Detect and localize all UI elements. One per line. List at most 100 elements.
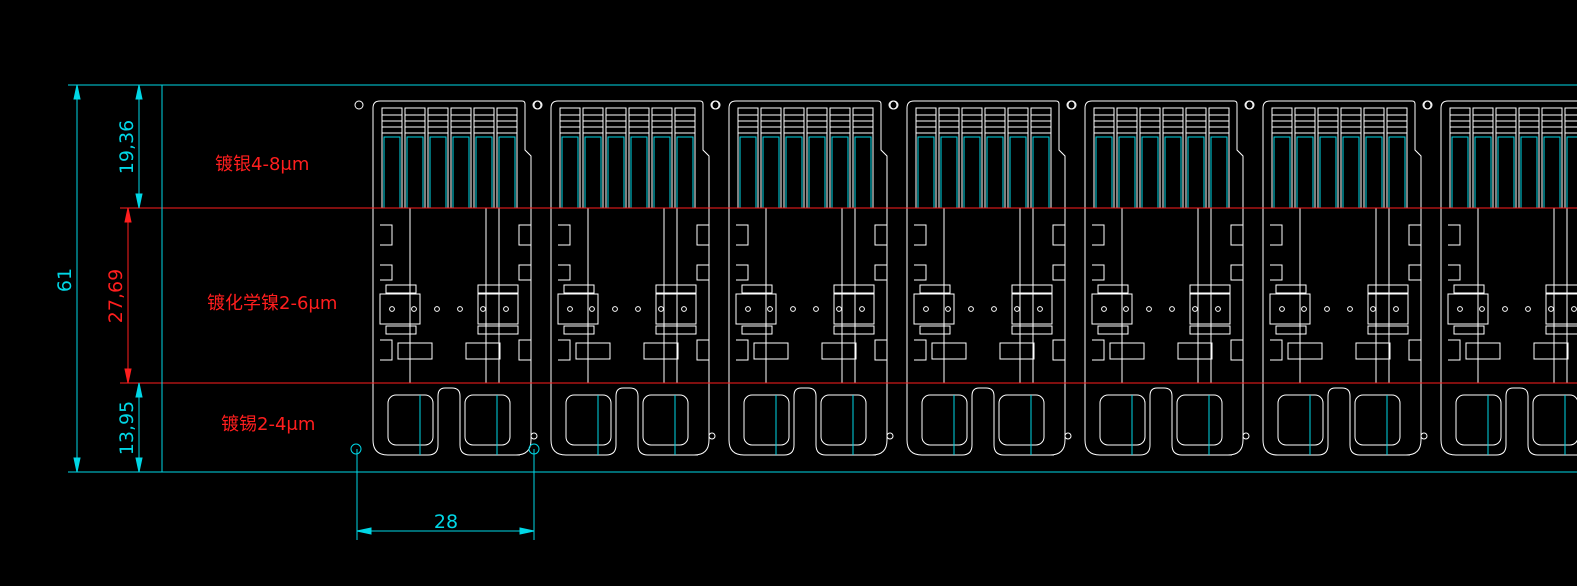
connector-bar [655, 284, 697, 294]
connector-bar [741, 284, 773, 294]
finger-plating [854, 136, 872, 209]
dimension-lines [68, 84, 1577, 540]
contact-finger [427, 107, 449, 209]
side-notch [558, 339, 571, 361]
finger-plating [1095, 136, 1113, 209]
side-notch [1092, 264, 1105, 281]
arrow-pitch-left [356, 527, 372, 535]
side-notch [1052, 339, 1065, 361]
connector-bar [385, 325, 417, 335]
side-notch [1092, 224, 1105, 246]
connector-block [913, 293, 955, 325]
unit-outline [1262, 100, 1422, 456]
side-notch [736, 264, 749, 281]
unit-outline [372, 100, 532, 456]
pierce-dot [1279, 306, 1285, 312]
finger-plating [1566, 136, 1577, 209]
finger-plating [1365, 136, 1383, 209]
connector-bar [919, 284, 951, 294]
pierce-dot [635, 306, 641, 312]
side-notch [1270, 264, 1283, 281]
side-notch [696, 264, 709, 281]
finger-plating [1273, 136, 1291, 209]
contact-finger [1472, 107, 1494, 209]
connector-bar [833, 284, 875, 294]
pierce-dot [859, 306, 865, 312]
dim-text-bottom-zone: 13,95 [116, 401, 138, 455]
terminal-unit [1066, 100, 1255, 456]
finger-plating [475, 136, 493, 209]
tin-window [743, 394, 790, 446]
tin-window [1277, 394, 1324, 446]
connector-bar [1545, 325, 1577, 335]
connector-bar [741, 325, 773, 335]
finger-plating [1497, 136, 1515, 209]
side-notch [1408, 339, 1421, 361]
contact-finger [1271, 107, 1293, 209]
contact-finger [605, 107, 627, 209]
side-notch [874, 224, 887, 246]
dim-text-total: 61 [54, 268, 76, 292]
contact-finger [1162, 107, 1184, 209]
pierce-dot [434, 306, 440, 312]
finger-plating [452, 136, 470, 209]
arrow-bottom-zone-up [135, 382, 143, 398]
pierce-dot [968, 306, 974, 312]
dim-text-middle-zone: 27,69 [105, 269, 127, 323]
pilot-hole [1242, 432, 1250, 440]
finger-plating [429, 136, 447, 209]
tin-window [998, 394, 1045, 446]
pierce-dot [567, 306, 573, 312]
finger-plating [1164, 136, 1182, 209]
terminal-units [354, 100, 1577, 456]
finger-plating [630, 136, 648, 209]
arrow-total-bottom [73, 457, 81, 473]
contact-finger [1093, 107, 1115, 209]
tin-window [387, 394, 434, 446]
contact-finger [1541, 107, 1563, 209]
tin-window [1532, 394, 1577, 446]
side-notch [518, 339, 531, 361]
connector-bar [1275, 284, 1307, 294]
finger-plating [406, 136, 424, 209]
connector-bar [1275, 325, 1307, 335]
finger-plating [1342, 136, 1360, 209]
pierce-dot [1525, 306, 1531, 312]
terminal-unit [888, 100, 1077, 456]
connector-bar [563, 284, 595, 294]
finger-plating [1187, 136, 1205, 209]
connector-block [1447, 293, 1489, 325]
pierce-dot [1324, 306, 1330, 312]
finger-plating [1520, 136, 1538, 209]
side-notch [1448, 339, 1461, 361]
connector-block [655, 293, 697, 325]
pierce-dot [945, 306, 951, 312]
pierce-dot [1169, 306, 1175, 312]
pierce-dot [745, 306, 751, 312]
pierce-dot [767, 306, 773, 312]
side-notch [518, 264, 531, 281]
finger-plating [917, 136, 935, 209]
connector-block [557, 293, 599, 325]
side-notch [736, 224, 749, 246]
contact-finger [496, 107, 518, 209]
pierce-dot [612, 306, 618, 312]
connector-block [1189, 293, 1231, 325]
side-notch [696, 224, 709, 246]
arrow-top-zone-up [135, 84, 143, 100]
pierce-dot [1037, 306, 1043, 312]
pilot-hole [530, 432, 538, 440]
contact-finger [1518, 107, 1540, 209]
contact-finger [1449, 107, 1471, 209]
contact-finger [984, 107, 1006, 209]
unit-outline [1084, 100, 1244, 456]
tin-window [642, 394, 689, 446]
connector-bar [1453, 284, 1485, 294]
side-notch [380, 264, 393, 281]
pilot-hole [708, 432, 716, 440]
connector-bar [1189, 325, 1231, 335]
side-notch [1052, 224, 1065, 246]
zone-label-nickel: 镀化学镍2-6μm [207, 293, 337, 314]
connector-block [379, 293, 421, 325]
side-notch [1408, 224, 1421, 246]
